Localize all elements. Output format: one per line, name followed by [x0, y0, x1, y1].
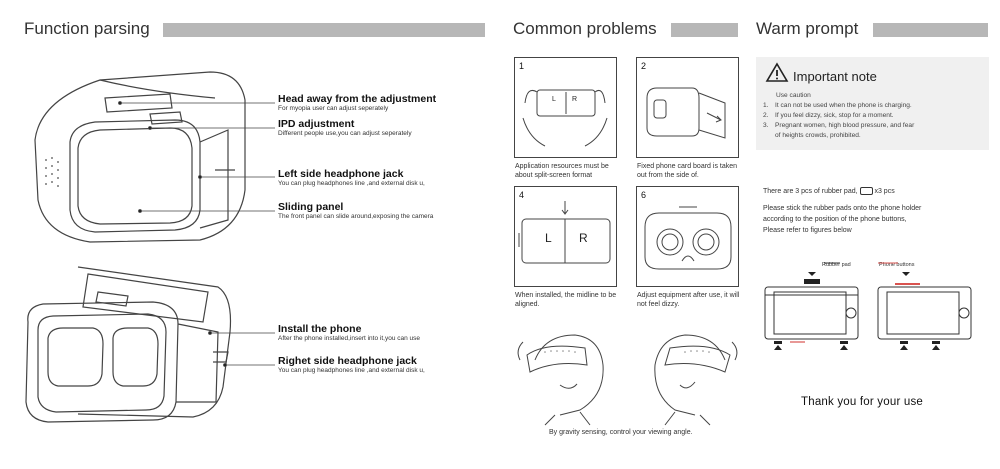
section-bar: [671, 23, 738, 37]
feature-desc: The front panel can slide around,exposin…: [278, 213, 434, 220]
feature-desc: You can plug headphones line ,and extern…: [278, 367, 425, 374]
problem-box-6: 6: [636, 186, 739, 287]
problem-box-4: 4 L R: [514, 186, 617, 287]
caution-subtitle: Use caution: [776, 92, 811, 99]
phone-holder-diagrams: [764, 262, 972, 350]
problem-number: 6: [641, 190, 647, 200]
rubber-pad-count-line: There are 3 pcs of rubber pad, x3 pcs: [763, 187, 895, 196]
feature-desc: For myopia user can adjust seperately: [278, 105, 389, 112]
feature-title: Head away from the adjustment: [278, 93, 437, 105]
feature-desc: You can plug headphones line ,and extern…: [278, 180, 425, 187]
caution-item: 2.If you feel dizzy, sick, stop for a mo…: [763, 112, 894, 119]
feature-title: IPD adjustment: [278, 118, 355, 130]
caution-list: 1.It can not be used when the phone is c…: [763, 101, 914, 141]
midline-alignment-illustration: [518, 201, 611, 264]
important-note-title: Important note: [793, 69, 877, 84]
vr-headset-rear-illustration: [25, 266, 232, 423]
section-title-warm-prompt: Warm prompt: [756, 19, 859, 38]
section-title-function-parsing: Function parsing: [24, 19, 150, 38]
section-title-common-problems: Common problems: [513, 19, 657, 38]
rubber-pad-label: Rubber pad: [822, 262, 851, 268]
feature-right-headphone-jack: Righet side headphone jack You can plug …: [278, 355, 425, 374]
feature-title: Righet side headphone jack: [278, 355, 417, 367]
problem-caption-4: When installed, the midline to be aligne…: [515, 292, 617, 308]
important-note-panel: Important note Use caution 1.It can not …: [756, 57, 989, 150]
section-bar: [163, 23, 485, 37]
feature-sliding-panel: Sliding panel The front panel can slide …: [278, 201, 433, 220]
feature-install-phone: Install the phone After the phone instal…: [278, 323, 420, 342]
problem-caption-2: Fixed phone card board is taken out from…: [637, 163, 738, 179]
problem-caption-6: Adjust equipment after use, it will not …: [637, 292, 740, 308]
problem-caption-1: Application resources must be about spli…: [515, 163, 609, 179]
rubber-pad-icon: [859, 187, 873, 196]
screen-left-label: L: [552, 96, 556, 103]
screen-right-label: R: [572, 96, 578, 103]
warning-icon: [765, 62, 789, 82]
screen-left-label: L: [545, 231, 552, 245]
screen-right-label: R: [579, 231, 588, 245]
feature-title: Install the phone: [278, 323, 362, 335]
thank-you-text: Thank you for your use: [801, 396, 924, 408]
feature-desc: Different people use,you can adjust sepe…: [278, 130, 412, 137]
gravity-caption: By gravity sensing, control your viewing…: [549, 429, 693, 436]
phone-buttons-label: Phone buttons: [879, 262, 915, 268]
phone-board-removal-illustration: [646, 87, 726, 139]
feature-head-adjustment: Head away from the adjustment For myopia…: [278, 93, 436, 112]
gravity-sensing-heads-illustration: [517, 334, 738, 426]
feature-title: Sliding panel: [278, 201, 344, 213]
problem-number: 1: [519, 61, 525, 71]
feature-desc: After the phone installed,insert into it…: [278, 335, 421, 342]
phone-split-screen-illustration: [522, 89, 608, 147]
caution-item: 3.Pregnant women, high blood pressure, a…: [763, 122, 915, 129]
rubber-pad-instructions: Please stick the rubber pads onto the ph…: [763, 205, 922, 234]
problem-number: 2: [641, 61, 647, 71]
problem-box-1: 1 L R: [514, 57, 617, 158]
feature-title: Left side headphone jack: [278, 168, 404, 180]
caution-item: 1.It can not be used when the phone is c…: [763, 102, 912, 109]
problem-number: 4: [519, 190, 525, 200]
problem-box-2: 2: [636, 57, 739, 158]
lens-adjust-illustration: [644, 206, 732, 270]
caution-item: of heights crowds, prohibited.: [775, 132, 861, 139]
section-bar: [873, 23, 988, 37]
vr-headset-front-illustration: [34, 71, 246, 243]
feature-left-headphone-jack: Left side headphone jack You can plug he…: [278, 168, 425, 187]
feature-ipd-adjustment: IPD adjustment Different people use,you …: [278, 118, 412, 137]
